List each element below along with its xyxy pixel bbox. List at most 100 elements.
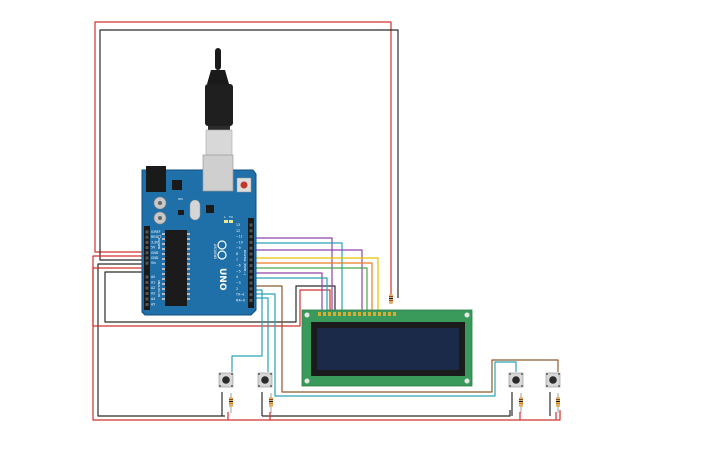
lcd-pin[interactable] (348, 312, 351, 316)
wire-brown-button4[interactable] (252, 285, 559, 393)
push-button-3[interactable] (508, 372, 524, 388)
power-pin[interactable] (145, 256, 149, 260)
button-cap[interactable] (512, 376, 520, 384)
wire-teal-button2b[interactable] (252, 297, 269, 372)
wire-purple-3[interactable] (252, 272, 323, 312)
lcd-pin[interactable] (333, 312, 336, 316)
arduino-uno-board[interactable]: UNO ARDUINO DIGITAL (PWM~) POWER ANALOG … (141, 154, 257, 316)
lcd-pin[interactable] (343, 312, 346, 316)
atmega-chip (165, 230, 187, 306)
digital-pin[interactable] (249, 240, 253, 244)
lcd-pin[interactable] (338, 312, 341, 316)
digital-pin[interactable] (249, 264, 253, 268)
wire-black-inner-loop[interactable] (104, 271, 336, 323)
wire-teal-button1[interactable] (231, 289, 263, 372)
lcd-pin[interactable] (318, 312, 321, 316)
lcd-pin[interactable] (388, 312, 391, 316)
chip-legs (162, 233, 190, 300)
power-pin-label: GND (151, 251, 159, 255)
push-button-2[interactable] (257, 372, 273, 388)
wire-yellow[interactable] (252, 257, 379, 312)
analog-pin-label: A4 (151, 297, 155, 301)
wire-teal-top[interactable] (252, 242, 343, 312)
push-button-4[interactable] (545, 372, 561, 388)
wire-black-bottom-bus[interactable] (97, 263, 511, 417)
wire-red-inner-loop[interactable] (92, 267, 331, 327)
digital-pin[interactable] (249, 229, 253, 233)
arduino-logo (217, 240, 227, 260)
wire-red-top-loop[interactable] (94, 21, 392, 298)
lcd-pin[interactable] (353, 312, 356, 316)
pulldown-resistor-2[interactable] (269, 393, 273, 413)
digital-pin-label: ~3 (236, 281, 241, 285)
wire-red-bottom-bus[interactable] (92, 255, 561, 421)
lcd-pin[interactable] (358, 312, 361, 316)
digital-pin[interactable] (249, 258, 253, 262)
tx-led (229, 220, 233, 223)
usb-plug-metal (205, 129, 233, 157)
button-resistors (229, 393, 560, 413)
power-pin[interactable] (145, 251, 149, 255)
lcd-pin[interactable] (323, 312, 326, 316)
analog-pin[interactable] (145, 297, 149, 301)
lcd-pin[interactable] (383, 312, 386, 316)
wire-orange[interactable] (252, 262, 373, 312)
analog-pin[interactable] (145, 292, 149, 295)
analog-pin[interactable] (145, 286, 149, 290)
digital-pin[interactable] (249, 281, 253, 285)
digital-pin[interactable] (249, 246, 253, 250)
lcd-pin[interactable] (328, 312, 331, 316)
digital-pin-label: TX→1 (235, 293, 245, 297)
lcd-pin[interactable] (378, 312, 381, 316)
wire-teal-mid[interactable] (252, 277, 328, 312)
digital-pin[interactable] (249, 287, 253, 291)
digital-pin[interactable] (249, 293, 253, 297)
lcd-pin[interactable] (393, 312, 396, 316)
l-label: L (224, 215, 226, 219)
power-jack (146, 166, 166, 192)
power-pin-label: RESET (151, 235, 161, 239)
lcd-pin[interactable] (368, 312, 371, 316)
wire-purple-2[interactable] (252, 249, 363, 312)
power-pin[interactable] (145, 235, 149, 239)
lcd-pin[interactable] (363, 312, 366, 316)
power-pin[interactable] (145, 230, 149, 234)
digital-pin[interactable] (249, 269, 253, 273)
power-pin[interactable] (145, 246, 149, 250)
analog-pin[interactable] (145, 281, 149, 284)
wire-green[interactable] (252, 267, 368, 312)
usb-jack (202, 154, 234, 192)
on-label: ON (178, 197, 183, 201)
mount-hole-bl (304, 378, 310, 384)
button-cap[interactable] (549, 376, 557, 384)
digital-pin[interactable] (249, 275, 253, 279)
l-led (224, 220, 228, 223)
lcd-pin[interactable] (373, 312, 376, 316)
analog-pin[interactable] (145, 303, 149, 306)
wire-teal-button2[interactable] (252, 293, 517, 397)
pulldown-resistor-1[interactable] (229, 393, 233, 413)
pulldown-resistor-4[interactable] (556, 393, 560, 413)
digital-pin[interactable] (249, 223, 253, 227)
resistor-lcd-backlight[interactable] (389, 294, 393, 304)
usb-cable[interactable] (205, 48, 233, 157)
power-pin[interactable] (145, 261, 149, 265)
wire-purple[interactable] (252, 237, 333, 312)
digital-pin[interactable] (249, 235, 253, 239)
button-cap[interactable] (261, 376, 269, 384)
digital-pin[interactable] (249, 252, 253, 256)
digital-header (248, 218, 254, 308)
lcd-16x2-display[interactable] (301, 309, 473, 387)
digital-pin-label: 12 (236, 229, 240, 233)
button-cap[interactable] (222, 376, 230, 384)
wire-black-top-loop[interactable] (99, 29, 399, 298)
analog-pin[interactable] (145, 275, 149, 279)
push-button-1[interactable] (218, 372, 234, 388)
digital-pin[interactable] (249, 298, 253, 302)
pulldown-resistor-3[interactable] (519, 393, 523, 413)
reset-button-cap[interactable] (240, 181, 248, 189)
power-pin[interactable] (145, 240, 149, 244)
usb-plug-body (205, 84, 233, 126)
